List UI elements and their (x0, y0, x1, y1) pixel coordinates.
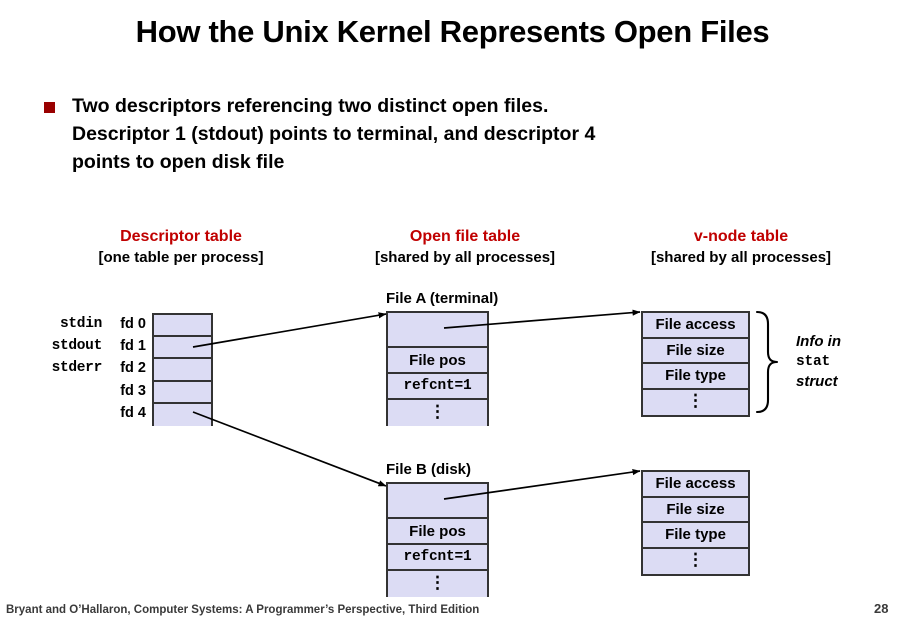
bullet-line-1: Two descriptors referencing two distinct… (72, 95, 549, 117)
vnode-b-cell-file-size: File size (643, 497, 748, 523)
descriptor-label-row: stderr fd 2 (30, 357, 146, 379)
vnode-table-b: File access File size File type ⋮ (641, 470, 750, 576)
arrow-fd4-to-file-b (192, 411, 387, 487)
vnode-b-cell-file-access: File access (643, 472, 748, 498)
stat-note-line-2: stat (796, 354, 831, 370)
fd-number: fd 3 (120, 382, 146, 399)
vnode-table-a: File access File size File type ⋮ (641, 311, 750, 417)
open-file-a-cell-refcnt: refcnt=1 (388, 374, 487, 400)
vnode-b-cell-file-type: File type (643, 523, 748, 549)
bullet-line-3: points to open disk file (72, 151, 285, 173)
descriptor-label-row: fd 4 (30, 402, 146, 424)
column-header-subtitle: [one table per process] (98, 249, 264, 266)
fd-number: fd 0 (120, 316, 146, 333)
bullet-marker-icon (44, 102, 55, 113)
footer-page-number: 28 (874, 601, 889, 616)
stat-note-line-3: struct (796, 373, 838, 390)
descriptor-label-row: stdout fd 1 (30, 335, 146, 357)
fd-number: fd 1 (120, 338, 146, 355)
arrow-fd1-to-file-a (192, 312, 387, 348)
stream-name: stderr (51, 360, 103, 377)
descriptor-label-row: fd 3 (30, 380, 146, 402)
vnode-a-cell-file-size: File size (643, 338, 748, 364)
open-file-b-cell-refcnt: refcnt=1 (388, 545, 487, 571)
fd-number: fd 2 (120, 360, 146, 377)
descriptor-table (152, 313, 213, 426)
open-file-b-cell-0 (388, 484, 487, 519)
descriptor-cell-fd2 (154, 359, 211, 382)
column-header-descriptor-table: Descriptor table [one table per process] (38, 226, 324, 268)
stat-struct-note: Info in stat struct (796, 332, 886, 392)
vnode-a-cell-ellipsis: ⋮ (643, 389, 748, 415)
vnode-a-cell-file-access: File access (643, 313, 748, 339)
column-header-title: Open file table (409, 228, 521, 245)
descriptor-cell-fd3 (154, 381, 211, 404)
page-title: How the Unix Kernel Represents Open File… (135, 14, 770, 49)
bullet-line-2: Descriptor 1 (stdout) points to terminal… (72, 123, 596, 145)
column-header-subtitle: [shared by all processes] (374, 249, 556, 266)
vnode-a-cell-file-type: File type (643, 364, 748, 390)
descriptor-cell-fd1 (154, 337, 211, 360)
stat-note-line-1: Info in (796, 333, 841, 350)
column-header-title: v-node table (693, 228, 789, 245)
descriptor-cell-fd4 (154, 403, 211, 426)
open-file-a-cell-0 (388, 313, 487, 348)
column-header-title: Descriptor table (120, 228, 242, 245)
open-file-a-caption: File A (terminal) (386, 290, 499, 307)
fd-number: fd 4 (120, 404, 146, 421)
stream-name: stdout (51, 338, 103, 355)
open-file-b-caption: File B (disk) (386, 461, 472, 478)
open-file-b-cell-ellipsis: ⋮ (388, 571, 487, 597)
column-header-vnode-table: v-node table [shared by all processes] (596, 226, 886, 268)
bullet-text: Two descriptors referencing two distinct… (72, 92, 872, 176)
column-header-open-file-table: Open file table [shared by all processes… (320, 226, 610, 268)
open-file-b-cell-filepos: File pos (388, 519, 487, 545)
descriptor-labels: stdin fd 0 stdout fd 1 stderr fd 2 fd 3 … (30, 313, 146, 424)
stream-name: stdin (59, 316, 102, 333)
open-file-table-b: File pos refcnt=1 ⋮ (386, 482, 489, 597)
stat-struct-brace (755, 310, 779, 414)
column-header-subtitle: [shared by all processes] (650, 249, 832, 266)
descriptor-cell-fd0 (154, 315, 211, 338)
open-file-a-cell-ellipsis: ⋮ (388, 400, 487, 426)
descriptor-label-row: stdin fd 0 (30, 313, 146, 335)
open-file-a-cell-filepos: File pos (388, 348, 487, 374)
footer-citation: Bryant and O’Hallaron, Computer Systems:… (6, 604, 480, 616)
open-file-table-a: File pos refcnt=1 ⋮ (386, 311, 489, 426)
vnode-b-cell-ellipsis: ⋮ (643, 548, 748, 574)
